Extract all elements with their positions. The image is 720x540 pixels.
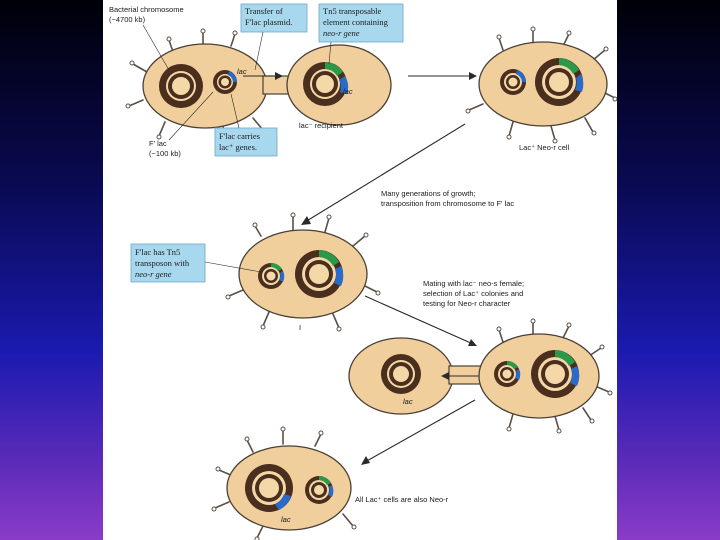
has-tn5-leader [204,261,262,273]
final-cell-pili [211,426,357,540]
tn5-box [318,3,404,43]
has-tn5-box [130,243,206,283]
mating-arrow [364,295,474,345]
donor-chromosome [159,64,203,108]
transfer-box [240,3,308,33]
final-arrow [364,399,476,463]
neo-cell-pili [465,26,617,144]
final-caption: All Lac⁺ cells are also Neo-r [355,495,449,504]
carries-box [214,127,278,157]
neo-cell-chromosome [535,58,584,106]
chromosome-leader [142,24,170,71]
transfer-box-text: Transfer of F'lac plasmid. [245,6,292,27]
transposed-cell [225,212,381,332]
bacterial-chromosome-label: Bacterial chromosome (~4700 kb) [109,5,186,24]
tn5-box-text: Tn5 transposable element containing neo-… [323,6,390,38]
neo-cell-plasmid [500,69,526,95]
lac-neo-cell-label: Lac⁺ Neo-r cell [519,143,570,152]
tick-mark: I [299,323,301,332]
transfer-leader [254,31,264,71]
mating-caption: Mating with lac⁻ neo-s female; selection… [423,279,526,308]
figure-panel: Bacterial chromosome (~4700 kb) Transfer… [103,0,617,540]
fplac-leader [168,91,214,141]
growth-arrow [304,123,466,223]
transposed-cell-plasmid [258,262,285,289]
tn5-leader [328,41,332,65]
donor-fplac-plasmid [213,70,237,94]
fplac-size-label: F' lac (~100 kb) [149,139,181,158]
transposition-diagram: Bacterial chromosome (~4700 kb) Transfer… [109,3,617,540]
lac-minus-label-bottom: lac [281,515,291,524]
final-cell-plasmid [305,476,334,504]
mating-donor-pili [496,318,613,434]
growth-caption: Many generations of growth; transpositio… [381,189,514,208]
lac-minus-label-top: lac [343,87,353,96]
final-cell [211,426,357,540]
lac-minus-label-mid: lac [403,397,413,406]
carries-leader [230,93,240,129]
mating-donor-cell [478,318,613,434]
transposed-cell-chromosome [295,250,344,298]
final-cell-chromosome [245,464,293,512]
transposed-cell-pili [225,212,381,332]
lac-plus-label: lac [237,67,247,76]
carries-box-text: F'lac carries lac⁺ genes. [219,131,262,152]
lac-neo-cell [465,26,617,144]
has-tn5-box-text: F'lac has Tn5 transposon with neo-r gene [135,247,191,279]
female-cell [348,337,454,415]
recipient-chromosome [303,62,349,106]
lac-recipient-label: lac⁻ recipient [299,121,344,130]
donor-cell [125,28,268,146]
recipient-cell [286,44,392,126]
